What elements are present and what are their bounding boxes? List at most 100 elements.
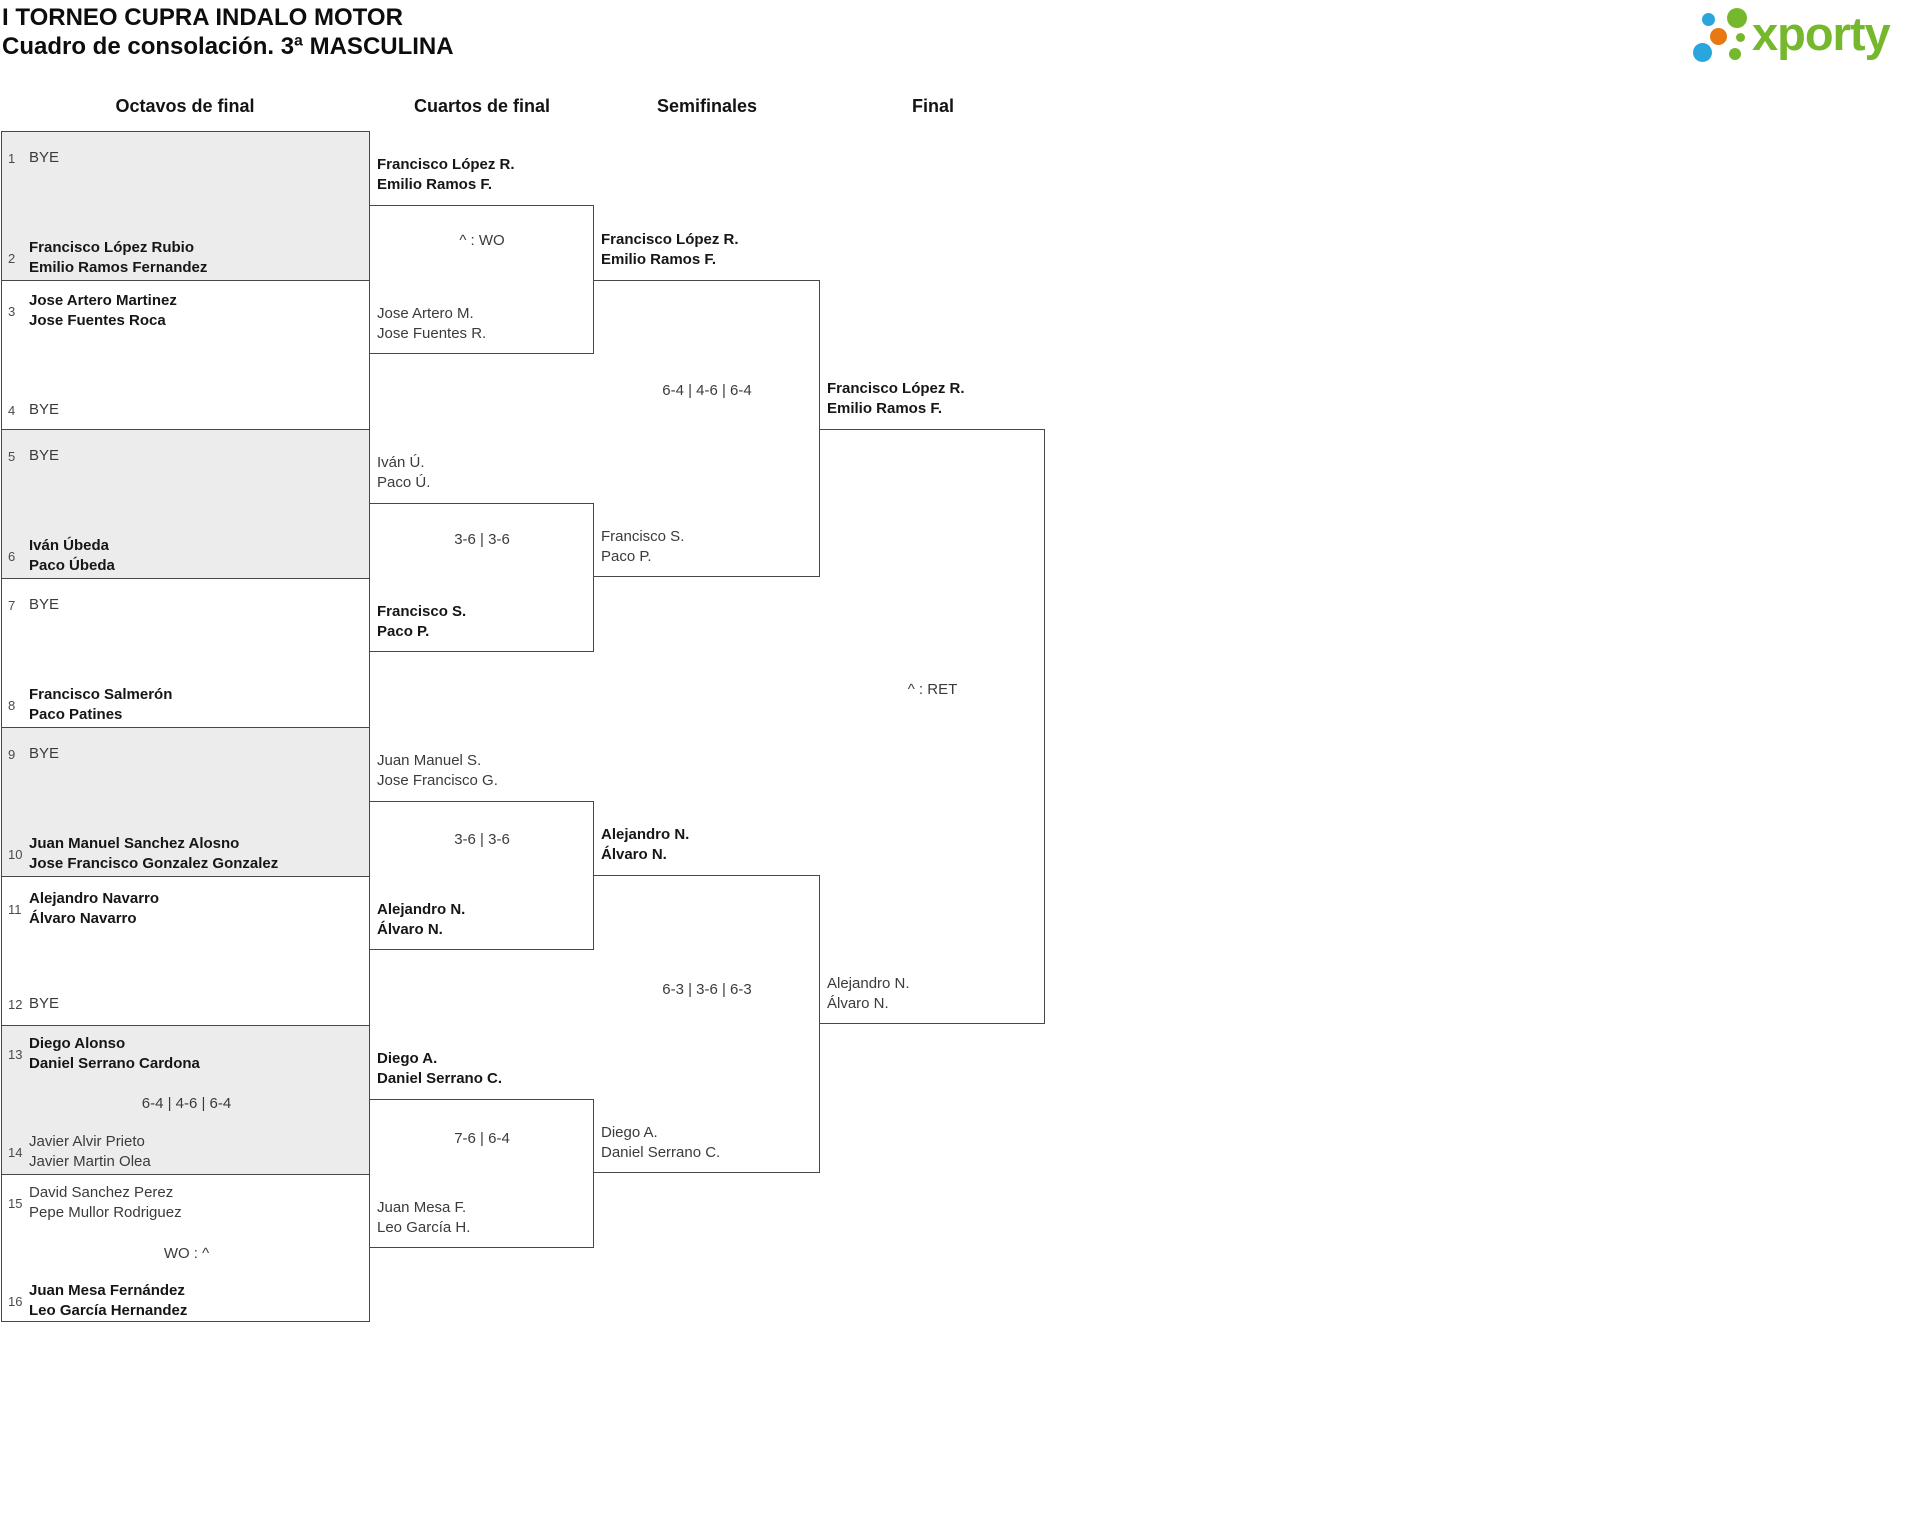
seed-slot-8[interactable]: 8 Francisco Salmerón Paco Patines	[8, 685, 172, 725]
seed-slot-10[interactable]: 10 Juan Manuel Sanchez Alosno Jose Franc…	[8, 834, 278, 874]
octavos-column: 1 BYE 2 Francisco López Rubio Emilio Ram…	[1, 131, 370, 1322]
cuartos-entry[interactable]: Juan Mesa F. Leo García H.	[377, 1198, 470, 1238]
team-name: Francisco López R.	[377, 156, 515, 173]
team-name: Jose Francisco Gonzalez Gonzalez	[29, 855, 279, 872]
bye-label: BYE	[29, 995, 60, 1012]
team-name: Álvaro Navarro	[29, 910, 137, 927]
seed-number: 5	[8, 448, 16, 464]
seed-slot-11[interactable]: 11 Alejandro Navarro Álvaro Navarro	[8, 889, 159, 929]
page-subtitle: Cuadro de consolación. 3ª MASCULINA	[2, 33, 454, 60]
team-name: Francisco López R.	[601, 231, 739, 248]
team-name: Diego A.	[377, 1050, 438, 1067]
semifinal-entry[interactable]: Alejandro N. Álvaro N.	[601, 825, 689, 865]
logo-dot-icon	[1729, 48, 1741, 60]
round-header-final: Final	[911, 96, 954, 116]
team-name: Jose Artero Martinez	[29, 292, 177, 309]
team-name: Daniel Serrano C.	[377, 1070, 503, 1087]
seed-slot-13[interactable]: 13 Diego Alonso Daniel Serrano Cardona	[8, 1034, 200, 1074]
cuartos-match-2-box	[370, 503, 594, 652]
team-name: Iván Úbeda	[29, 537, 110, 554]
final-entry[interactable]: Alejandro N. Álvaro N.	[827, 974, 910, 1014]
cuartos-entry[interactable]: Iván Ú. Paco Ú.	[377, 453, 430, 493]
seed-number: 14	[8, 1144, 23, 1160]
team-name: Francisco S.	[601, 528, 685, 545]
team-name: Pepe Mullor Rodriguez	[29, 1204, 182, 1221]
team-name: Jose Fuentes Roca	[29, 312, 166, 329]
team-name: Emilio Ramos Fernandez	[29, 259, 208, 276]
logo-dot-icon	[1736, 33, 1745, 42]
seed-number: 2	[8, 250, 16, 266]
team-name: Diego Alonso	[29, 1035, 126, 1052]
team-name: Leo García Hernandez	[29, 1302, 188, 1319]
match-score: WO : ^	[163, 1245, 210, 1262]
seed-slot-7: 7 BYE	[8, 595, 59, 615]
round-header-semifinales: Semifinales	[656, 96, 758, 116]
seed-slot-6[interactable]: 6 Iván Úbeda Paco Úbeda	[8, 536, 115, 576]
cuartos-entry[interactable]: Alejandro N. Álvaro N.	[377, 900, 465, 940]
team-name: Leo García H.	[377, 1219, 471, 1236]
cuartos-match-3-box	[370, 801, 594, 950]
semifinal-match-2-box	[594, 875, 820, 1173]
seed-number: 9	[8, 746, 16, 762]
seed-number: 1	[8, 150, 16, 166]
team-name: Paco Úbeda	[29, 557, 115, 574]
team-name: Francisco López R.	[827, 380, 965, 397]
match-score: 3-6 | 3-6	[454, 831, 510, 848]
seed-number: 11	[8, 901, 22, 917]
team-name: Javier Martin Olea	[29, 1153, 151, 1170]
team-name: Juan Manuel Sanchez Alosno	[29, 835, 240, 852]
team-name: Juan Manuel S.	[377, 752, 482, 769]
cuartos-entry[interactable]: Francisco S. Paco P.	[377, 602, 466, 642]
team-name: Iván Ú.	[377, 454, 425, 471]
cuartos-entry[interactable]: Juan Manuel S. Jose Francisco G.	[377, 751, 498, 791]
team-name: Juan Mesa F.	[377, 1199, 467, 1216]
cuartos-entry[interactable]: Diego A. Daniel Serrano C.	[377, 1049, 502, 1089]
bye-label: BYE	[29, 596, 60, 613]
logo-dot-icon	[1702, 13, 1715, 26]
seed-slot-14[interactable]: 14 Javier Alvir Prieto Javier Martin Ole…	[8, 1132, 151, 1172]
seed-slot-16[interactable]: 16 Juan Mesa Fernández Leo García Hernan…	[8, 1281, 187, 1321]
team-name: Paco P.	[377, 623, 430, 640]
match-box	[2, 877, 369, 1026]
match-score: 6-4 | 4-6 | 6-4	[141, 1095, 232, 1112]
team-name: Emilio Ramos F.	[827, 400, 943, 417]
match-box	[2, 579, 369, 728]
final-match-box	[820, 429, 1045, 1024]
seed-slot-1: 1 BYE	[8, 148, 59, 168]
page-title: I TORNEO CUPRA INDALO MOTOR	[2, 4, 403, 31]
team-name: Jose Artero M.	[377, 305, 474, 322]
final-entry[interactable]: Francisco López R. Emilio Ramos F.	[827, 379, 965, 419]
semifinal-match-1-box	[594, 280, 820, 577]
team-name: Jose Fuentes R.	[377, 325, 487, 342]
semifinal-entry[interactable]: Francisco López R. Emilio Ramos F.	[601, 230, 739, 270]
team-name: Álvaro N.	[827, 995, 889, 1012]
seed-number: 10	[8, 846, 23, 862]
cuartos-entry[interactable]: Francisco López R. Emilio Ramos F.	[377, 155, 515, 195]
team-name: Daniel Serrano C.	[601, 1144, 721, 1161]
semifinal-entry[interactable]: Diego A. Daniel Serrano C.	[601, 1123, 720, 1163]
match-box	[2, 430, 369, 579]
semifinal-entry[interactable]: Francisco S. Paco P.	[601, 527, 684, 567]
seed-number: 7	[8, 597, 16, 613]
seed-number: 4	[8, 402, 16, 418]
logo-wordmark: xporty	[1752, 7, 1891, 60]
team-name: Alejandro Navarro	[29, 890, 160, 907]
seed-slot-9: 9 BYE	[8, 744, 59, 764]
cuartos-entry[interactable]: Jose Artero M. Jose Fuentes R.	[377, 304, 486, 344]
seed-number: 6	[8, 548, 16, 564]
seed-number: 16	[8, 1293, 23, 1309]
logo-dot-icon	[1710, 28, 1727, 45]
seed-slot-2[interactable]: 2 Francisco López Rubio Emilio Ramos Fer…	[8, 238, 207, 278]
seed-slot-3[interactable]: 3 Jose Artero Martinez Jose Fuentes Roca	[8, 291, 177, 331]
match-box	[2, 1026, 369, 1175]
seed-number: 12	[8, 996, 23, 1012]
logo-dot-icon	[1693, 43, 1712, 62]
team-name: David Sanchez Perez	[29, 1184, 174, 1201]
team-name: Álvaro N.	[601, 846, 667, 863]
bye-label: BYE	[29, 401, 60, 418]
seed-slot-15[interactable]: 15 David Sanchez Perez Pepe Mullor Rodri…	[8, 1183, 182, 1223]
match-score: 7-6 | 6-4	[454, 1130, 510, 1147]
bye-label: BYE	[29, 447, 60, 464]
seed-slot-5: 5 BYE	[8, 446, 59, 466]
team-name: Francisco López Rubio	[29, 239, 195, 256]
